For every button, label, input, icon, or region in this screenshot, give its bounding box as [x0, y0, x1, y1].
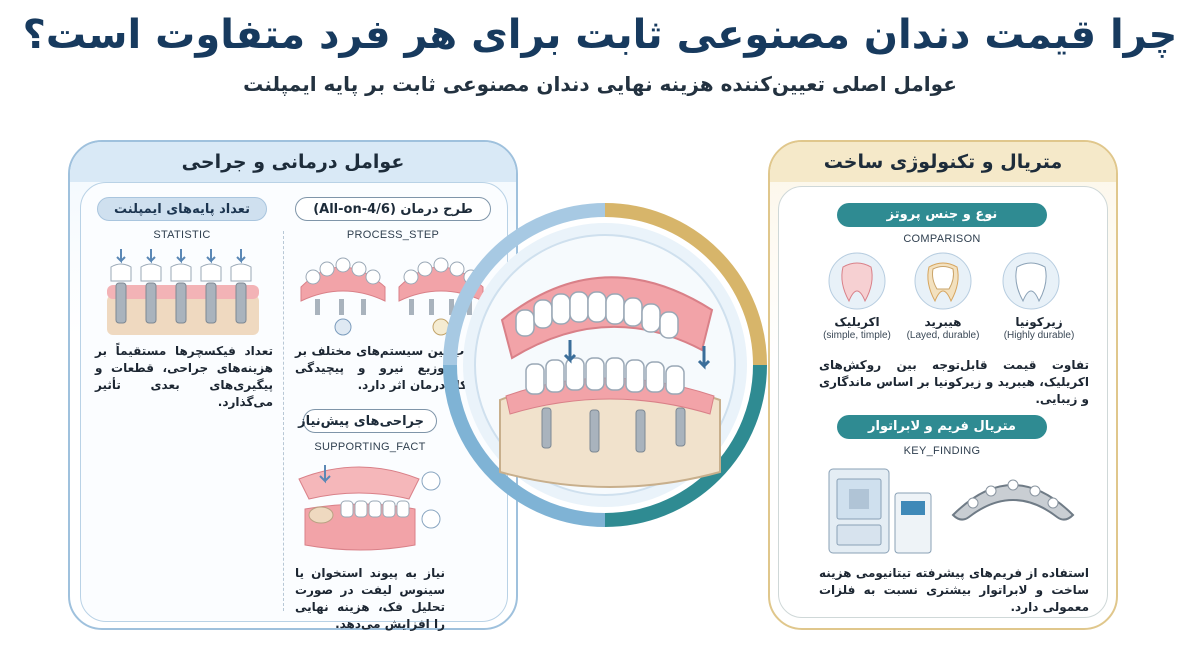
page-title: چرا قیمت دندان مصنوعی ثابت برای هر فرد م…: [22, 12, 1178, 58]
pre-surgery-tag: SUPPORTING_FACT: [314, 441, 426, 453]
hybrid-caption: هیبرید (Layed, durable): [893, 315, 993, 343]
pre-surgery-description: نیاز به پیوند استخوان یا سینوس لیفت در ص…: [295, 566, 445, 631]
prosthesis-type-tag: COMPARISON: [903, 233, 981, 245]
all-on-4-6-illustration: [300, 257, 484, 336]
pre-surgery-label: جراحی‌های پیش‌نیاز: [298, 409, 437, 433]
zirconia-tooth-icon: [1002, 252, 1060, 310]
central-denture-illustration: [443, 203, 767, 527]
treatment-surgery-header: عوامل درمانی و جراحی: [70, 142, 516, 182]
zirconia-name: زیرکونیا: [1015, 315, 1063, 329]
hybrid-note: (Layed, durable): [906, 330, 980, 341]
hybrid-tooth-icon: [914, 252, 972, 310]
acrylic-caption: اکریلیک (simple, timple): [807, 315, 907, 343]
treatment-plan-description: انتخاب بین سیستم‌های مختلف بر نحوه توزیع…: [295, 344, 491, 392]
milling-machine-and-frame-illustration: [828, 468, 1075, 554]
prosthesis-type-description: تفاوت قیمت قابل‌توجه بین روکش‌های اکریلی…: [819, 358, 1089, 406]
implant-count-description: تعداد فیکسچرها مستقیماً بر هزینه‌های جرا…: [95, 344, 273, 409]
zirconia-caption: زیرکونیا (Highly durable): [989, 315, 1089, 343]
column-divider: [283, 231, 284, 611]
treatment-plan-label: طرح درمان (All-on-4/6): [295, 197, 491, 221]
material-technology-inner: نوع و جنس پروتز COMPARISON اکریلیک (simp…: [778, 186, 1108, 618]
zirconia-note: (Highly durable): [1003, 330, 1075, 341]
page-subtitle: عوامل اصلی تعیین‌کننده هزینه نهایی دندان…: [243, 72, 957, 96]
frame-lab-description: استفاده از فریم‌های پیشرفته تیتانیومی هز…: [819, 566, 1089, 614]
implants-illustration: [107, 249, 259, 335]
acrylic-note: (simple, timple): [823, 330, 891, 341]
frame-lab-label: متریال فریم و لابراتوار: [837, 415, 1047, 439]
treatment-plan-tag: PROCESS_STEP: [346, 229, 440, 241]
acrylic-tooth-icon: [828, 252, 886, 310]
bone-graft-illustration: [298, 465, 441, 551]
frame-lab-tag: KEY_FINDING: [903, 445, 981, 457]
material-technology-header: متریال و تکنولوژی ساخت: [770, 142, 1116, 182]
prosthesis-type-label: نوع و جنس پروتز: [837, 203, 1047, 227]
implant-count-tag: STATISTIC: [153, 229, 211, 241]
hybrid-name: هیبرید: [924, 315, 962, 329]
acrylic-name: اکریلیک: [834, 315, 880, 329]
implant-count-label: تعداد پایه‌های ایمپلنت: [97, 197, 267, 221]
material-technology-panel: متریال و تکنولوژی ساخت نوع و جنس پروتز C…: [768, 140, 1118, 630]
